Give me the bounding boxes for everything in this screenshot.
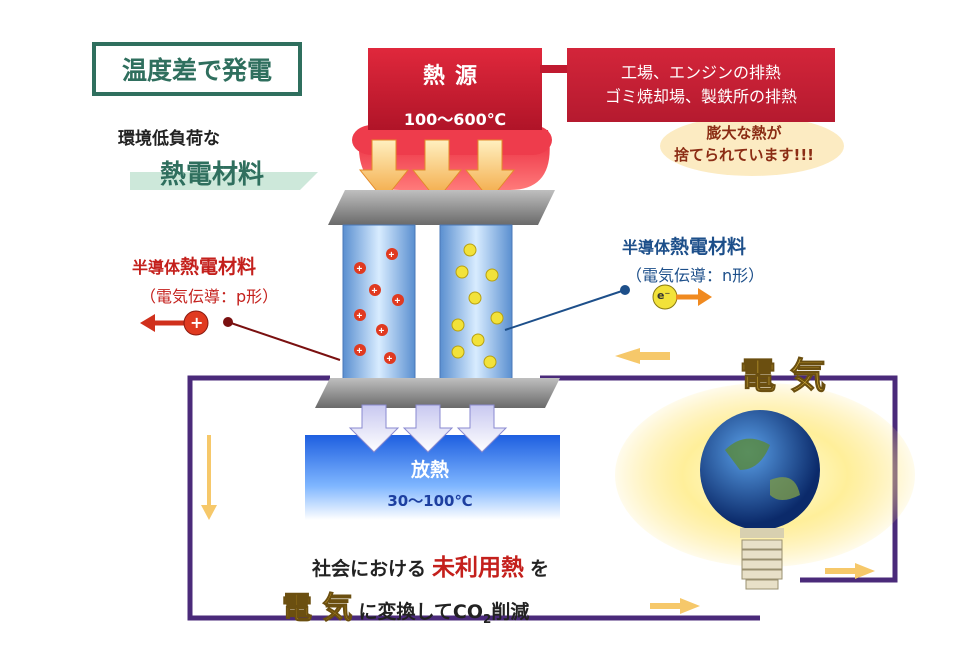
svg-text:+: + <box>395 296 401 307</box>
top-plate <box>328 190 555 225</box>
svg-text:+: + <box>389 250 395 261</box>
wasted-line1: 膨大な熱が <box>706 124 782 142</box>
bottom-line1-a: 社会における <box>312 558 427 580</box>
n-type-sub: （電気伝導：n形） <box>626 266 765 285</box>
n-type-name: 熱電材料 <box>670 236 747 258</box>
n-type-prefix: 半導体 <box>622 238 671 257</box>
bottom-plate <box>315 378 560 408</box>
p-leg <box>342 224 416 386</box>
heat-source-box <box>368 48 542 130</box>
bulb-neck <box>740 528 784 538</box>
heat-in-arrows <box>358 139 516 201</box>
p-carrier-symbol: + <box>190 313 204 332</box>
p-carriers: + + + + + + + + <box>354 248 404 365</box>
svg-text:+: + <box>357 311 363 322</box>
p-type-name: 熱電材料 <box>180 256 257 278</box>
svg-text:+: + <box>372 286 378 297</box>
wasted-line2: 捨てられています!!! <box>673 146 815 164</box>
circuit-wire <box>187 375 760 621</box>
waste-heat-line1: 工場、エンジンの排熱 <box>620 63 781 82</box>
n-carrier-arrow <box>652 284 712 310</box>
heat-source-title: 熱源 <box>422 64 487 89</box>
heat-source-temp: 100～600℃ <box>403 110 507 129</box>
p-type-prefix: 半導体 <box>132 258 181 277</box>
p-carrier-arrow <box>140 310 209 336</box>
svg-text:+: + <box>379 326 385 337</box>
n-leg <box>439 224 513 386</box>
waste-heat-line2: ゴミ焼却場、製鉄所の排熱 <box>604 87 797 106</box>
svg-text:+: + <box>357 346 363 357</box>
svg-text:+: + <box>357 264 363 275</box>
wasted-burst <box>660 116 844 176</box>
n-carriers <box>451 243 504 369</box>
n-leader <box>504 289 626 331</box>
eco-label: 環境低負荷な <box>118 129 220 149</box>
n-carrier-symbol: e⁻ <box>657 289 671 302</box>
p-leader <box>227 321 341 361</box>
page-title: 温度差で発電 <box>92 42 302 96</box>
n-type-label: 半導体熱電材料 <box>622 232 746 259</box>
bottom-line2-highlight: 電 気 <box>281 591 353 627</box>
heat-release-temp: 30～100℃ <box>387 492 473 510</box>
bottom-line2-b: 削減 <box>491 601 530 623</box>
current-arrows <box>201 348 875 614</box>
heat-out-arrows <box>348 404 508 453</box>
bottom-line2: 電 気に変換してCO2削減 <box>281 583 530 627</box>
bottom-line1-highlight: 未利用熱 <box>432 555 525 581</box>
material-label: 熱電材料 <box>160 160 265 190</box>
heat-source-connector <box>540 65 568 73</box>
p-type-sub: （電気伝導：p形） <box>140 287 279 306</box>
bulb-socket <box>741 539 783 590</box>
cold-zone <box>305 435 560 520</box>
material-banner <box>130 172 318 190</box>
waste-heat-box: 工場、エンジンの排熱 ゴミ焼却場、製鉄所の排熱 <box>567 48 835 122</box>
bottom-line1-b: を <box>530 558 550 580</box>
bottom-line2-sub: 2 <box>482 611 492 626</box>
heat-release-title: 放熱 <box>410 459 449 481</box>
svg-text:+: + <box>387 354 393 365</box>
bottom-line2-a: に変換してCO <box>358 601 483 623</box>
wasted-heat-callout: 膨大な熱が 捨てられています!!! <box>664 122 824 166</box>
bulb-globe <box>700 410 820 530</box>
bottom-line1: 社会における未利用熱を <box>312 548 549 582</box>
p-type-label: 半導体熱電材料 <box>132 252 256 279</box>
electricity-label: 電気 <box>739 356 841 398</box>
